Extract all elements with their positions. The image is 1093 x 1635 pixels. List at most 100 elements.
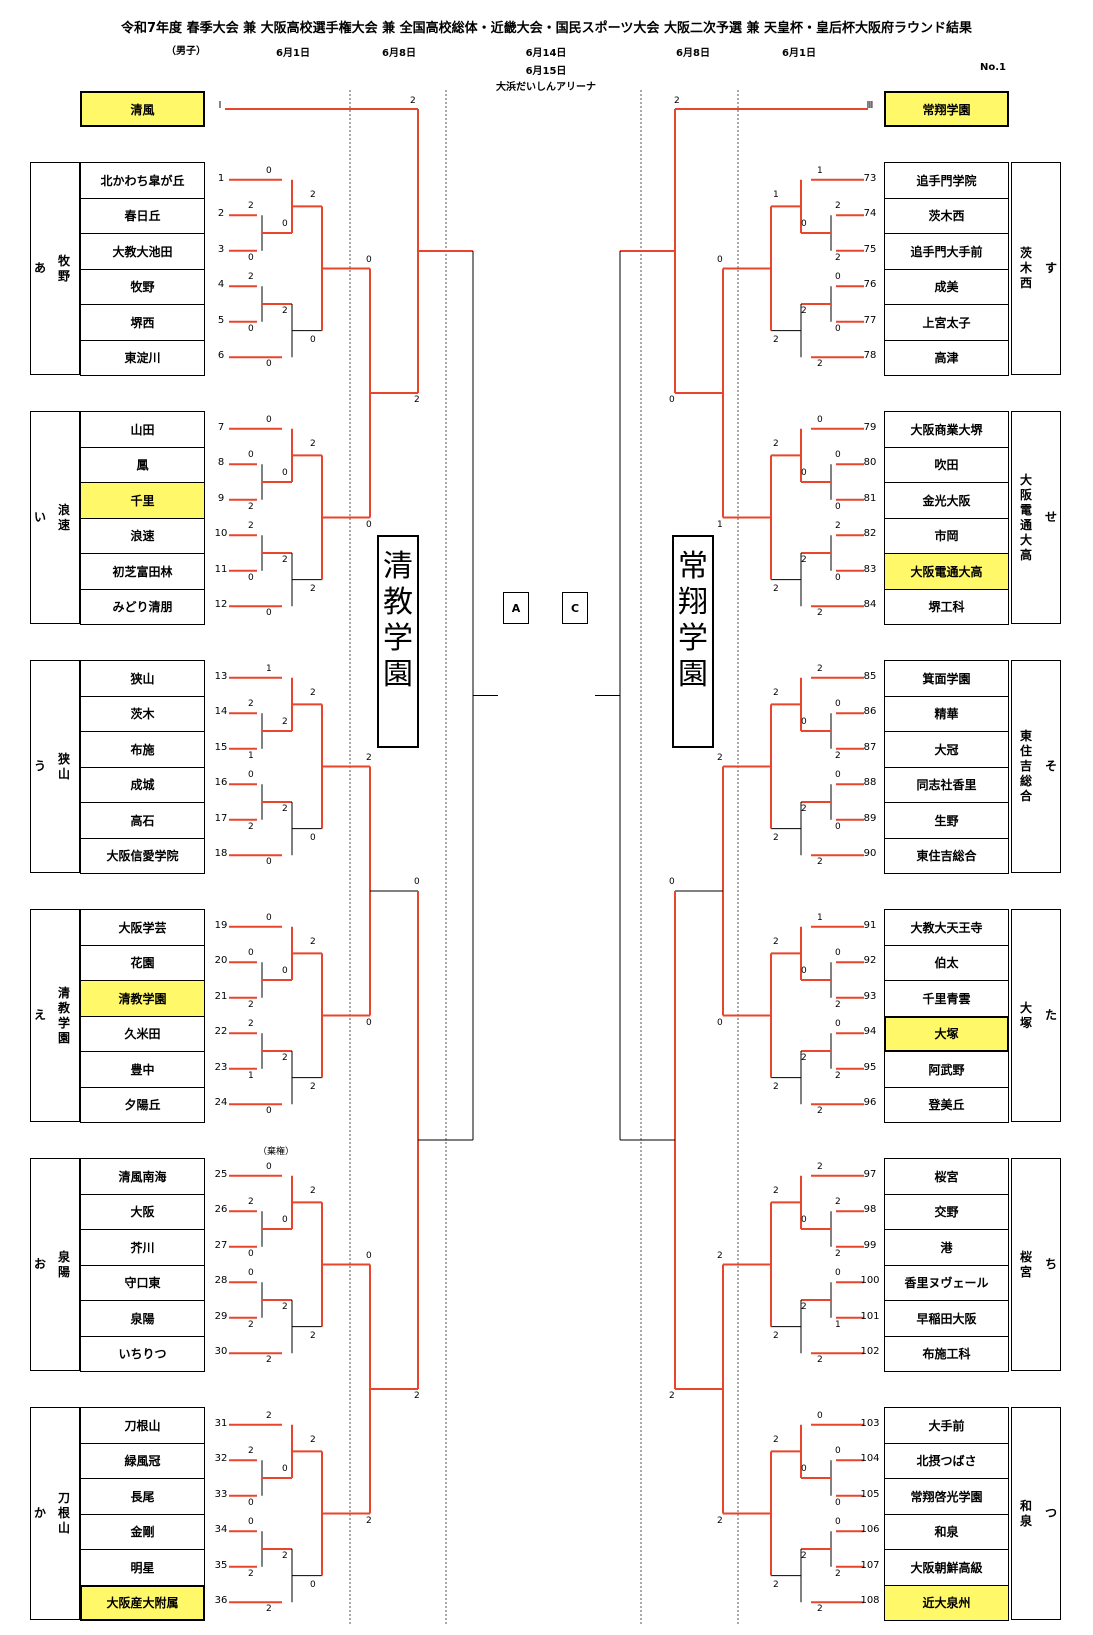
- s3-L1: 2: [248, 521, 254, 532]
- s6-R1: 0: [801, 468, 807, 478]
- s1-L3: 0: [248, 948, 254, 959]
- team-104: 北摂つばさ: [884, 1442, 1009, 1479]
- group-name-L-4: 泉陽: [57, 1249, 70, 1279]
- team-3: 大教大池田: [80, 233, 205, 270]
- s2-L5: 0: [248, 1497, 254, 1508]
- s4-L1: 0: [248, 572, 254, 583]
- group-kana-L-5: か: [33, 1506, 46, 1520]
- s0-R5: 0: [817, 1410, 823, 1421]
- xs3-L: 0: [366, 1017, 372, 1028]
- s5-R2: 2: [817, 857, 823, 868]
- team-no-3: 3: [217, 243, 225, 255]
- team-35: 明星: [80, 1549, 205, 1586]
- team-81: 金光大阪: [884, 482, 1009, 519]
- team-80: 吹田: [884, 446, 1009, 483]
- s2-R2: 2: [835, 750, 841, 761]
- team-no-82: 82: [863, 528, 877, 540]
- s1-L2: 2: [248, 699, 254, 710]
- s6-R0: 0: [801, 219, 807, 229]
- team-4: 牧野: [80, 268, 205, 305]
- team-no-32: 32: [214, 1453, 228, 1465]
- xs8-L: 2: [414, 395, 420, 405]
- s4-R2: 0: [835, 821, 841, 832]
- s5-R1: 2: [817, 608, 823, 619]
- team-no-15: 15: [214, 741, 228, 753]
- team-no-107: 107: [860, 1559, 880, 1571]
- team-no-4: 4: [217, 279, 225, 291]
- team-26: 大阪: [80, 1193, 205, 1230]
- team-13: 狭山: [80, 660, 205, 697]
- block-winner-left-text: 清教学園: [383, 549, 413, 692]
- s1-R2: 0: [835, 699, 841, 710]
- team-no-79: 79: [863, 421, 877, 433]
- team-79: 大阪商業大堺: [884, 411, 1009, 448]
- s2-R5: 0: [835, 1497, 841, 1508]
- team-no-92: 92: [863, 955, 877, 967]
- team-83: 大阪電通大高: [884, 553, 1009, 590]
- team-34: 金剛: [80, 1513, 205, 1550]
- s6-L0: 0: [282, 219, 288, 229]
- group-name-R-2: 東住吉総合: [1019, 729, 1032, 803]
- s4-R1: 0: [835, 572, 841, 583]
- team-no-80: 80: [863, 457, 877, 469]
- team-no-1: 1: [217, 172, 225, 184]
- team-no-98: 98: [863, 1204, 877, 1216]
- s9-R1: 2: [773, 583, 779, 594]
- date-left-r1: 6月1日: [276, 48, 310, 59]
- seed-right-score: 2: [674, 96, 680, 106]
- s7-R0: 2: [801, 306, 807, 316]
- s3-L5: 0: [248, 1517, 254, 1528]
- date-left-r2: 6月8日: [382, 48, 416, 59]
- s3-R5: 0: [835, 1517, 841, 1528]
- group-name-R-5: 和泉: [1019, 1498, 1032, 1528]
- team-no-7: 7: [217, 421, 225, 433]
- team-no-17: 17: [214, 812, 228, 824]
- s5-R0: 2: [817, 359, 823, 370]
- s5-R3: 2: [817, 1106, 823, 1117]
- block-winner-right: 常翔学園: [672, 535, 714, 748]
- team-no-6: 6: [217, 350, 225, 362]
- s9-R2: 2: [773, 832, 779, 843]
- s7-L3: 2: [282, 1053, 288, 1063]
- team-102: 布施工科: [884, 1335, 1009, 1372]
- group-box-R-2: [1011, 660, 1061, 873]
- s0-R1: 0: [817, 414, 823, 425]
- team-90: 東住吉総合: [884, 837, 1009, 874]
- s2-R3: 2: [835, 999, 841, 1010]
- s8-L3: 2: [310, 937, 316, 948]
- group-name-R-4: 桜宮: [1019, 1249, 1032, 1279]
- s0-L0: 0: [266, 165, 272, 176]
- team-97: 桜宮: [884, 1158, 1009, 1195]
- s9-L2: 0: [310, 832, 316, 843]
- s4-L3: 1: [248, 1070, 254, 1081]
- team-105: 常翔啓光学園: [884, 1478, 1009, 1515]
- s6-L2: 2: [282, 717, 288, 727]
- date-right-r1: 6月1日: [782, 48, 816, 59]
- team-no-87: 87: [863, 741, 877, 753]
- team-101: 早稲田大阪: [884, 1300, 1009, 1337]
- xs7-R: 2: [669, 1391, 675, 1401]
- team-no-11: 11: [214, 563, 228, 575]
- team-no-76: 76: [863, 279, 877, 291]
- s3-L2: 0: [248, 770, 254, 781]
- xs2-L: 2: [366, 752, 372, 763]
- xs4-R: 2: [717, 1250, 723, 1261]
- date-center-1: 6月14日: [525, 48, 567, 59]
- group-box-R-0: [1011, 162, 1061, 375]
- team-no-83: 83: [863, 563, 877, 575]
- team-no-27: 27: [214, 1239, 228, 1251]
- group-kana-R-4: ち: [1044, 1257, 1057, 1271]
- team-1: 北かわち皐が丘: [80, 162, 205, 199]
- team-no-84: 84: [863, 599, 877, 611]
- s6-R4: 0: [801, 1215, 807, 1225]
- xs6-L: 0: [414, 877, 420, 887]
- team-no-74: 74: [863, 208, 877, 220]
- s4-R5: 2: [835, 1568, 841, 1579]
- xs2-R: 2: [717, 752, 723, 763]
- page-title: 令和7年度 春季大会 兼 大阪高校選手権大会 兼 全国高校総体・近畿大会・国民ス…: [121, 21, 972, 36]
- team-86: 精華: [884, 695, 1009, 732]
- group-box-R-5: [1011, 1407, 1061, 1620]
- s6-R3: 0: [801, 966, 807, 976]
- team-9: 千里: [80, 482, 205, 519]
